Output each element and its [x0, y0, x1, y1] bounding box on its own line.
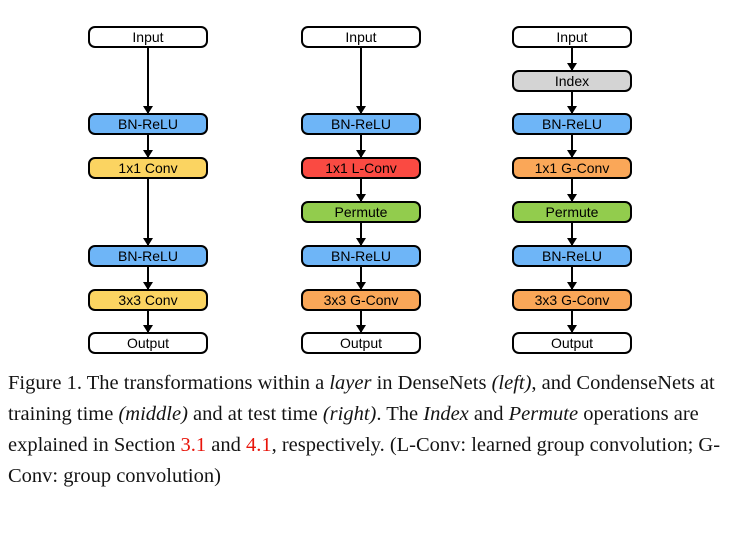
arrow-condensenet-training-layer-0	[356, 48, 366, 114]
arrow-densenet-layer-1	[143, 135, 153, 158]
node-densenet-layer-bn-relu: BN-ReLU	[88, 245, 208, 267]
node-condensenet-test-layer-input: Input	[512, 26, 632, 48]
caption-text-1: The transformations within a	[82, 372, 330, 394]
caption-em-right: (right)	[322, 403, 377, 425]
arrow-condensenet-training-layer-2	[356, 179, 366, 202]
caption-text-2: in DenseNets	[371, 372, 492, 394]
arrow-condensenet-test-layer-2	[567, 135, 577, 158]
caption-em-layer: layer	[329, 372, 372, 394]
arrow-condensenet-test-layer-5	[567, 267, 577, 290]
node-condensenet-training-layer-input: Input	[301, 26, 421, 48]
node-condensenet-test-layer-index: Index	[512, 70, 632, 92]
caption-text-8: and	[206, 434, 246, 456]
caption-figure-label: Figure 1.	[8, 372, 83, 394]
node-condensenet-training-layer-bn-relu: BN-ReLU	[301, 113, 421, 135]
arrow-densenet-layer-0	[143, 48, 153, 114]
caption-em-middle: (middle)	[118, 403, 188, 425]
node-condensenet-test-layer-permute: Permute	[512, 201, 632, 223]
caption-em-permute: Permute	[508, 403, 579, 425]
node-condensenet-training-layer-bn-relu: BN-ReLU	[301, 245, 421, 267]
node-condensenet-test-layer-bn-relu: BN-ReLU	[512, 245, 632, 267]
node-condensenet-training-layer-permute: Permute	[301, 201, 421, 223]
node-condensenet-test-layer-bn-relu: BN-ReLU	[512, 113, 632, 135]
node-condensenet-test-layer-3x3-g-conv: 3x3 G-Conv	[512, 289, 632, 311]
arrow-condensenet-training-layer-4	[356, 267, 366, 290]
node-densenet-layer-1x1-conv: 1x1 Conv	[88, 157, 208, 179]
caption-text-9: , respectively. (L-Conv: learned group c…	[8, 434, 721, 487]
caption-text-4: and at test time	[187, 403, 323, 425]
caption-text-7: operations are explained in Section	[8, 403, 699, 456]
caption-section-ref-4-1[interactable]: 4.1	[245, 434, 272, 456]
node-condensenet-test-layer-1x1-g-conv: 1x1 G-Conv	[512, 157, 632, 179]
arrow-condensenet-training-layer-5	[356, 311, 366, 333]
arrow-densenet-layer-3	[143, 267, 153, 290]
caption-text-6: and	[468, 403, 509, 425]
caption-em-index: Index	[423, 403, 469, 425]
caption-em-left: (left)	[491, 372, 532, 394]
arrow-condensenet-test-layer-0	[567, 48, 577, 71]
node-densenet-layer-bn-relu: BN-ReLU	[88, 113, 208, 135]
caption-text-5: . The	[376, 403, 424, 425]
node-condensenet-training-layer-output: Output	[301, 332, 421, 354]
figure-caption: Figure 1. The transformations within a l…	[8, 368, 728, 492]
node-densenet-layer-3x3-conv: 3x3 Conv	[88, 289, 208, 311]
node-condensenet-test-layer-output: Output	[512, 332, 632, 354]
node-densenet-layer-output: Output	[88, 332, 208, 354]
caption-section-ref-3-1[interactable]: 3.1	[180, 434, 207, 456]
arrow-densenet-layer-4	[143, 311, 153, 333]
arrow-condensenet-test-layer-4	[567, 223, 577, 246]
node-condensenet-training-layer-1x1-l-conv: 1x1 L-Conv	[301, 157, 421, 179]
arrow-condensenet-test-layer-3	[567, 179, 577, 202]
node-condensenet-training-layer-3x3-g-conv: 3x3 G-Conv	[301, 289, 421, 311]
arrow-condensenet-training-layer-3	[356, 223, 366, 246]
arrow-densenet-layer-2	[143, 179, 153, 246]
arrow-condensenet-test-layer-6	[567, 311, 577, 333]
arrow-condensenet-training-layer-1	[356, 135, 366, 158]
node-densenet-layer-input: Input	[88, 26, 208, 48]
caption-text-3: , and CondenseNets at training time	[8, 372, 715, 425]
arrow-condensenet-test-layer-1	[567, 92, 577, 114]
